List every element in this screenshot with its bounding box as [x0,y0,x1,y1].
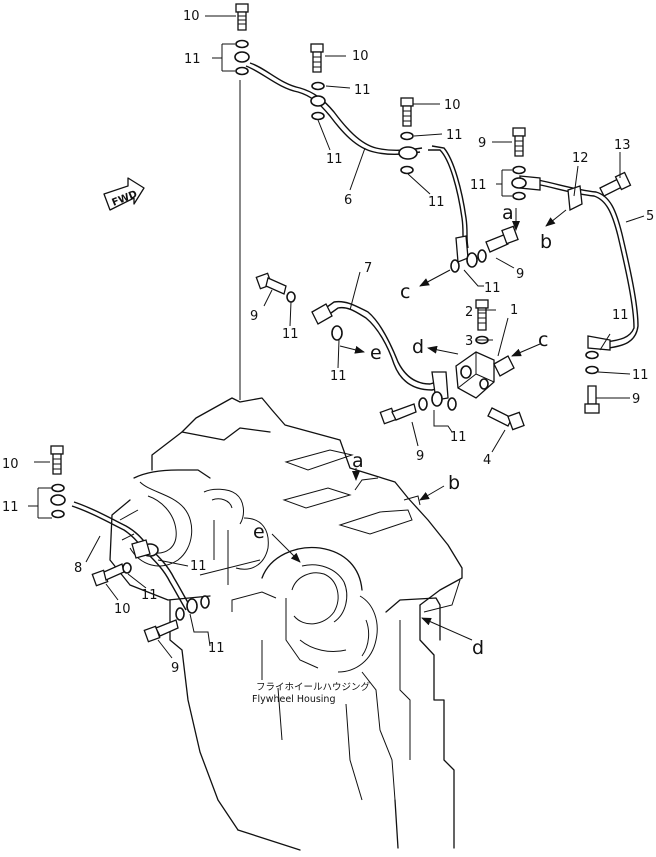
caption-english: Flywheel Housing [252,694,335,705]
ref-letter-a: a [352,450,364,472]
callout-10: 10 [183,9,200,24]
ref-letter-b: b [448,472,460,494]
callout-9: 9 [478,136,486,151]
callout-11: 11 [326,152,343,167]
callout-10: 10 [444,98,461,113]
bolt-9-center [379,403,417,425]
pipe-5 [519,175,639,351]
callout-11: 11 [184,52,201,67]
reference-letters: a b c d c e a b e d [253,202,552,659]
callout-9: 9 [416,449,424,464]
pipe-8 [71,501,191,611]
callout-11: 11 [632,368,649,383]
callout-8: 8 [74,561,82,576]
bolt-10-top [235,3,249,31]
callout-6: 6 [344,193,352,208]
bolt-9-mid-right [485,225,519,253]
bolt-10-c [400,97,414,127]
callout-11: 11 [282,327,299,342]
pipe-6 [245,62,469,263]
bolt-10-left [50,445,64,475]
housing-caption: フライホイールハウジング Flywheel Housing [252,681,371,705]
bolts [50,3,632,643]
callout-11: 11 [354,83,371,98]
fwd-arrow-icon: FWD [103,177,145,211]
callout-numbers: 10 11 10 11 11 10 11 6 11 9 11 12 13 5 9… [2,9,654,676]
callout-10: 10 [114,602,131,617]
bolt-9-left [255,272,287,295]
callout-11: 11 [141,588,158,603]
bolt-10-b [310,43,324,73]
callout-10: 10 [2,457,19,472]
callout-7: 7 [364,261,372,276]
callout-10: 10 [352,49,369,64]
ref-letter-a: a [502,202,514,224]
ref-letter-c: c [400,281,410,303]
ref-letter-e: e [370,342,382,364]
callout-5: 5 [646,209,654,224]
callout-9: 9 [516,267,524,282]
caption-japanese: フライホイールハウジング [256,681,371,693]
washers [50,39,599,621]
bolt-9-bottom [143,619,179,643]
callout-3: 3 [465,334,473,349]
callout-11: 11 [208,641,225,656]
flywheel-housing [109,397,463,851]
bolt-13 [599,171,632,197]
ref-letter-c: c [538,329,548,351]
valve-block [455,351,515,399]
ref-letter-d: d [412,336,424,358]
callout-11: 11 [330,369,347,384]
callout-11: 11 [450,430,467,445]
callout-12: 12 [572,151,589,166]
callout-4: 4 [483,453,491,468]
fwd-label: FWD [111,189,139,209]
reference-arrows [271,208,567,641]
callout-9: 9 [632,392,640,407]
callout-11: 11 [612,308,629,323]
callout-11: 11 [446,128,463,143]
pipe-7 [311,300,449,401]
ref-letter-e: e [253,521,265,543]
callout-11: 11 [2,500,19,515]
callout-11: 11 [190,559,207,574]
callout-13: 13 [614,138,631,153]
ref-letter-d: d [472,637,484,659]
callout-11: 11 [428,195,445,210]
callout-11: 11 [470,178,487,193]
callout-11: 11 [484,281,501,296]
callout-9: 9 [171,661,179,676]
bolt-10-lower [91,563,125,587]
bolt-9-lower-right [584,385,600,414]
leader-lines [28,15,645,659]
callout-2: 2 [465,305,473,320]
ref-letter-b: b [540,231,552,253]
callout-1: 1 [510,303,518,318]
bolt-4 [487,407,525,431]
bolt-2 [475,299,489,331]
bolt-9-top-right [512,127,526,157]
callout-9: 9 [250,309,258,324]
